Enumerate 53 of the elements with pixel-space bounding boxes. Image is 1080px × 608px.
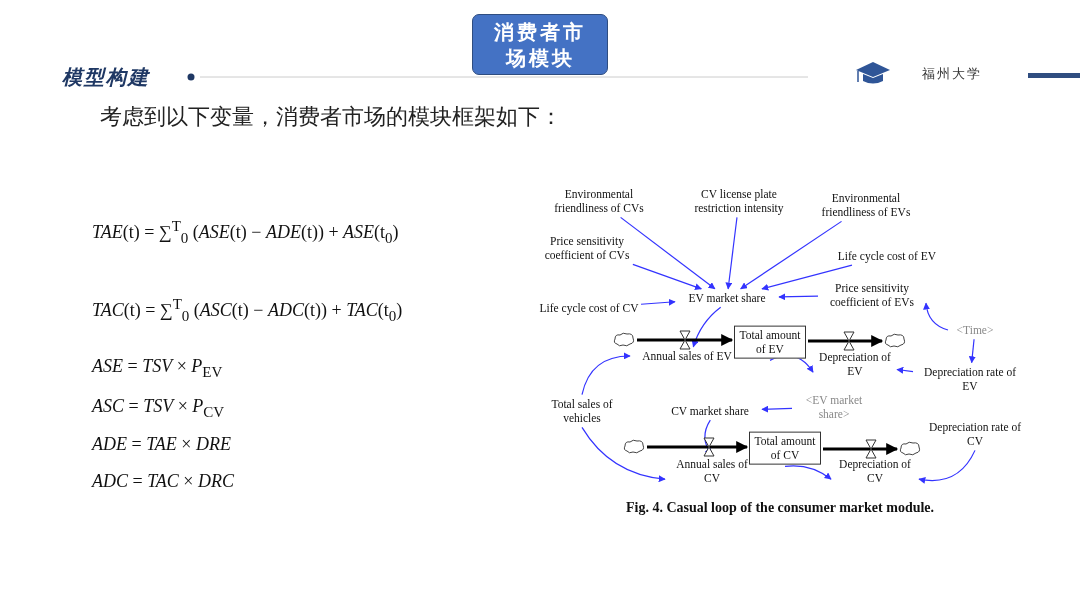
cloud-icon [884,333,906,349]
causal-arrow [778,293,819,301]
causal-arrow [784,465,832,480]
flow-pipe [637,334,734,346]
variable-label: Environmental friendliness of EVs [806,190,926,220]
flow-pipe [808,335,884,347]
causal-arrow [581,352,631,396]
variable-label: CV market share [660,403,760,419]
causal-arrow [968,338,976,364]
causal-arrow [632,263,702,290]
causal-arrow [896,366,914,374]
causal-arrow [761,405,793,413]
flow-pipe [823,443,899,455]
variable-label: Price sensitivity coefficient of EVs [820,280,924,310]
variable-label: Life cycle cost of EV [832,248,942,264]
causal-arrow [923,302,949,331]
variable-label: CV license plate restriction intensity [679,186,799,216]
cloud-icon [899,441,921,457]
title-banner: 消费者市场模块 [472,14,608,75]
cloud-icon [623,439,645,455]
variable-label: Total sales of vehicles [537,396,627,426]
intro-text: 考虑到以下变量，消费者市场的模块框架如下： [100,103,562,131]
causal-arrow [620,216,716,290]
variable-label: Life cycle cost of CV [539,300,639,316]
variable-label: Depreciation of EV [815,349,895,379]
variable-label: Environmental friendliness of CVs [539,186,659,216]
flow-pipe [647,441,749,453]
formula: ASC = TSV × P$_{CV}$ [92,396,225,421]
formula: ASE = TSV × P$_{EV}$ [92,356,223,381]
university-name: 福州大学 [922,65,982,83]
causal-arrow [640,298,676,306]
variable-label: EV market share [677,290,777,306]
formula: TAE(t) = ∑$^{T}$$_{0}$ (ASE(t) − ADE(t)) + ASE(t$_{0}$) [92,218,399,247]
variable-label: Price sensitivity coefficient of CVs [527,233,647,263]
formula: ADC = TAC × DRC [92,471,234,492]
stock-box: Total amount of EV [734,325,806,359]
formula: TAC(t) = ∑$^{T}$$_{0}$ (ASC(t) − ADC(t)) + TAC(t$_{0}$) [92,296,403,325]
shadow-variable-label: <Time> [950,322,1000,338]
causal-arrow [725,216,738,290]
formula: ADE = TAE × DRE [92,434,231,455]
causal-arrow [691,306,722,348]
figure-caption: Fig. 4. Casual loop of the consumer market module. [624,500,936,516]
variable-label: Depreciation of CV [833,456,917,486]
cloud-icon [613,332,635,348]
causal-arrow [918,449,976,484]
causal-arrow [740,220,843,290]
stock-box: Total amount of CV [749,431,821,465]
variable-label: Depreciation rate of CV [920,419,1030,449]
causal-arrow [581,426,666,482]
variable-label: Depreciation rate of EV [915,364,1025,394]
causal-arrow [761,264,853,291]
shadow-variable-label: <EV market share> [794,392,874,422]
section-heading: 模型构建 [62,64,150,91]
